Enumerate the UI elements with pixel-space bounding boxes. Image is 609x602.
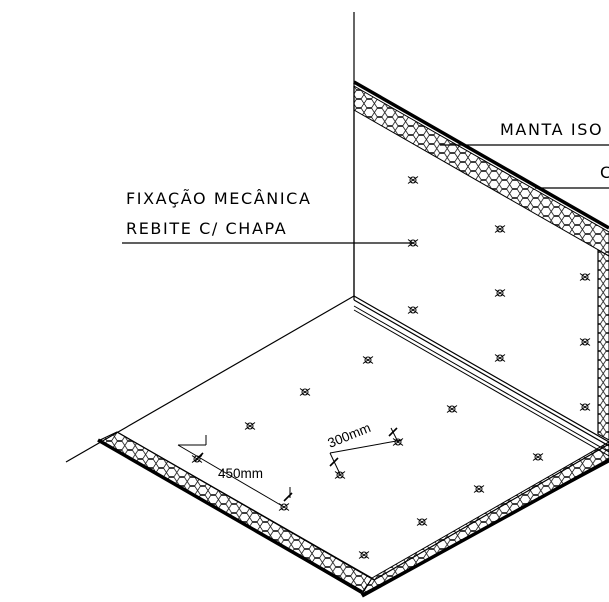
wall-top-hex-band [353,85,609,257]
rivet-icon [407,239,419,247]
dimension-300: 300mm [326,420,403,475]
rivet-icon [362,356,374,364]
rivet-icon [334,471,346,479]
rivet-icon [579,403,591,411]
label-insulation-blanket: MANTA ISO [500,120,603,139]
floor-insulation-panel [97,431,609,598]
rivet-icon [416,518,428,526]
leader-lines [122,144,609,244]
rivet-icon [299,388,311,396]
rivet-icon [494,354,506,362]
label-fixation-line2: REBITE C/ CHAPA [126,219,287,238]
rivet-icon [473,485,485,493]
label-fixation-line1: FIXAÇÃO MECÂNICA [126,189,312,208]
rivet-icon [579,338,591,346]
rivet-icon [446,405,458,413]
rivet-icon [244,422,256,430]
rivet-icon [532,453,544,461]
rivet-icon [407,306,419,314]
rivet-icon [407,176,419,184]
rivet-icon [358,551,370,559]
wall-right-hex-edge [597,249,609,441]
dimension-450: 450mm [177,435,293,508]
floor-rivets [191,356,544,559]
dimension-label-450: 450mm [218,466,263,481]
label-second-callout: C [600,163,609,182]
wall-insulation-panel [353,80,609,457]
rivet-icon [494,225,506,233]
rivet-icon [494,289,506,297]
rivet-icon [579,273,591,281]
